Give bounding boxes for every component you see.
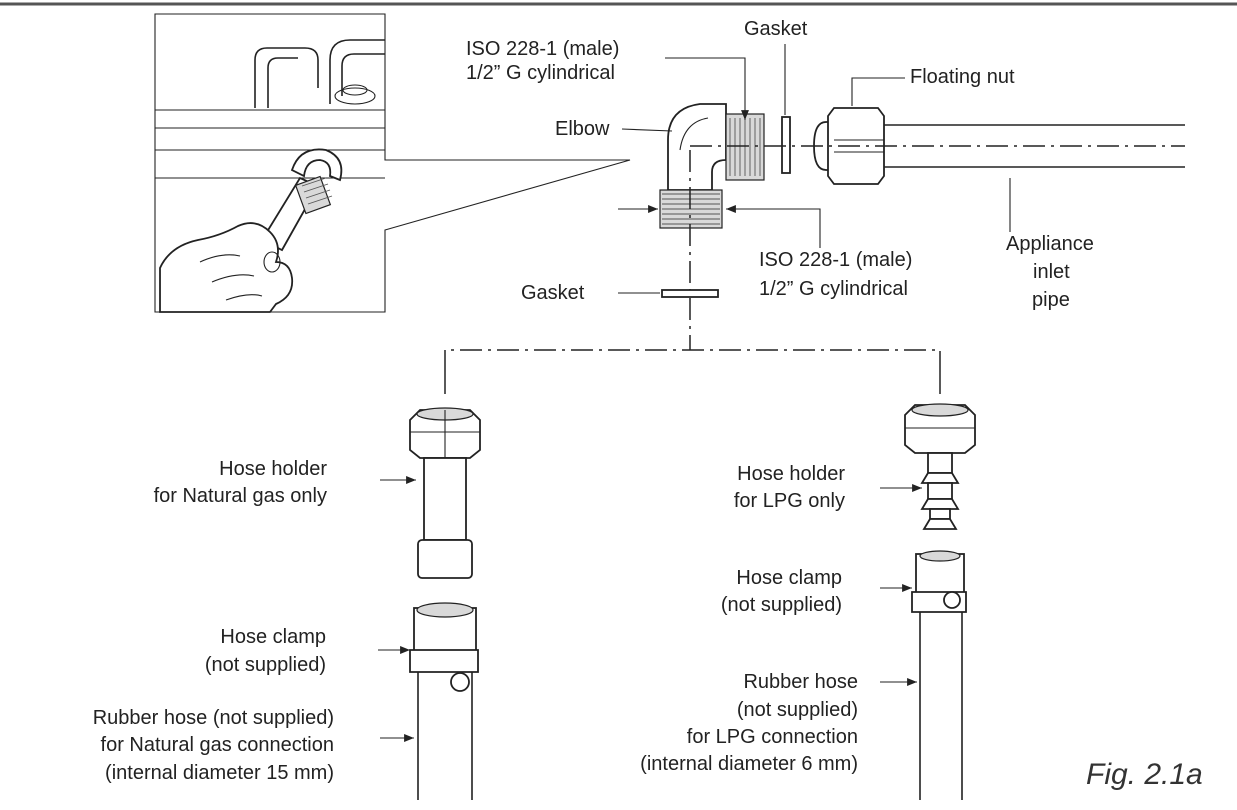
elbow-thread-vertical <box>659 189 723 229</box>
rubber-hose-lpg-label-line3: for LPG connection <box>687 726 858 748</box>
iso-top-label-line2: 1/2” G cylindrical <box>466 62 615 84</box>
leader-lines <box>378 44 1011 742</box>
rubber-hose-lpg-label-line2: (not supplied) <box>737 699 858 721</box>
hose-clamp-ng-label-line2: (not supplied) <box>205 654 326 676</box>
gasket-top-label: Gasket <box>744 18 808 40</box>
iso-bottom-label-line1: ISO 228-1 (male) <box>759 249 912 271</box>
rubber-hose-lpg-shape <box>919 612 963 800</box>
gasket-top-shape <box>781 116 791 174</box>
elbow-fitting <box>667 103 727 191</box>
hose-holder-lpg-label-line1: Hose holder <box>737 463 845 485</box>
hose-clamp-lpg-label-line1: Hose clamp <box>736 567 842 589</box>
appliance-label-line3: pipe <box>1032 289 1070 311</box>
hose-clamp-ng-label-line1: Hose clamp <box>220 626 326 648</box>
appliance-label-line2: inlet <box>1033 261 1070 283</box>
rubber-hose-natural-gas-shape <box>417 672 473 800</box>
elbow-label: Elbow <box>555 118 610 140</box>
hose-clamp-lpg-label-line2: (not supplied) <box>721 594 842 616</box>
appliance-label-line1: Appliance <box>1006 233 1094 255</box>
rubber-hose-ng-label-line2: for Natural gas connection <box>101 734 334 756</box>
rubber-hose-lpg-label-line1: Rubber hose <box>743 671 858 693</box>
hose-clamp-natural-gas-shape <box>409 602 479 692</box>
iso-top-label-line1: ISO 228-1 (male) <box>466 38 619 60</box>
iso-bottom-label-line2: 1/2” G cylindrical <box>759 278 908 300</box>
hose-holder-ng-label-line2: for Natural gas only <box>154 485 327 507</box>
rubber-hose-ng-label-line3: (internal diameter 15 mm) <box>105 762 334 784</box>
floating-nut-label: Floating nut <box>910 66 1015 88</box>
hob-inset-illustration <box>154 13 631 313</box>
rubber-hose-lpg-label-line4: (internal diameter 6 mm) <box>640 753 858 775</box>
hose-clamp-lpg-shape <box>911 550 967 613</box>
hose-holder-ng-label-line1: Hose holder <box>219 458 327 480</box>
hose-holder-lpg-shape <box>904 403 976 530</box>
figure-label: Fig. 2.1a <box>1086 758 1203 791</box>
hose-holder-natural-gas-shape <box>409 407 481 579</box>
appliance-inlet-pipe-shape <box>884 124 1185 168</box>
elbow-thread-horizontal <box>725 113 765 181</box>
gasket-middle-shape <box>661 289 719 298</box>
gasket-middle-label: Gasket <box>521 282 585 304</box>
hose-holder-lpg-label-line2: for LPG only <box>734 490 845 512</box>
rubber-hose-ng-label-line1: Rubber hose (not supplied) <box>93 707 334 729</box>
